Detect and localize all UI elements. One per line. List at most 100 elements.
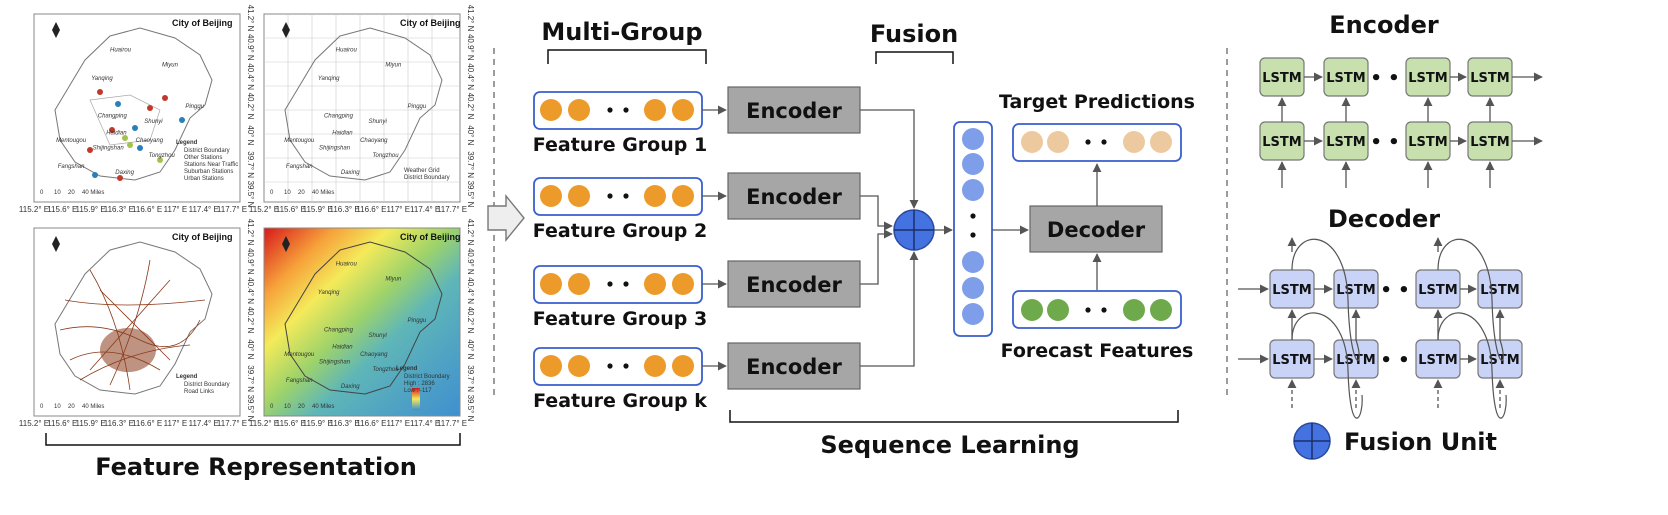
district-label: Fangshan: [58, 164, 85, 170]
ellipsis-dot: [623, 107, 629, 113]
x-tick-label: 117.4° E: [189, 205, 219, 214]
district-label: Daxing: [341, 170, 360, 176]
x-tick-label: 116.3° E: [329, 419, 359, 428]
fusion-unit-label: Fusion Unit: [1344, 428, 1497, 456]
legend-entry: District Boundary: [184, 382, 230, 388]
y-tick-label: 40.4° N: [246, 277, 255, 304]
scale-label: 0: [40, 190, 44, 196]
forecast-features-vector: [1012, 290, 1182, 329]
feature-node: [540, 99, 562, 121]
decoder-box: [1029, 205, 1163, 253]
x-tick-label: 115.9° E: [303, 419, 333, 428]
feature-node: [672, 273, 694, 295]
feature-node: [568, 355, 590, 377]
district-label: Pinggu: [185, 104, 204, 110]
x-tick-label: 117.7° E: [217, 205, 247, 214]
district-label: Shunyi: [144, 119, 163, 125]
district-label: Chaoyang: [360, 352, 388, 358]
lstm-cell: LSTM: [1405, 57, 1451, 97]
map-title: City of Beijing: [400, 18, 461, 28]
district-label: Miyun: [162, 63, 179, 69]
decoder-title: Decoder: [1328, 205, 1440, 233]
y-tick-label: 40.9° N: [466, 34, 475, 61]
legend-entry: Urban Stations: [184, 176, 224, 182]
scale-label: 20: [68, 190, 75, 196]
legend-entry: Road Links: [184, 389, 214, 395]
district-label: Haidian: [332, 344, 353, 350]
connector-arrow: [860, 109, 919, 209]
fusion-bracket: [875, 51, 954, 64]
lstm-cell: LSTM: [1323, 121, 1369, 161]
feature-node: [644, 355, 666, 377]
y-tick-label: 39.5° N: [246, 181, 255, 208]
lstm-label: LSTM: [1336, 283, 1375, 298]
x-tick-label: 117° E: [387, 419, 411, 428]
y-tick-label: 40.4° N: [466, 277, 475, 304]
legend-entry: Other Stations: [184, 155, 222, 161]
fusion-label: Fusion: [870, 20, 958, 48]
encoder-box-label: Encoder: [746, 185, 842, 209]
scale-label: 10: [54, 190, 61, 196]
y-tick-label: 40.9° N: [466, 248, 475, 275]
district-label: Pinggu: [408, 104, 427, 110]
scale-label: 10: [284, 190, 291, 196]
scale-label: 40 Miles: [312, 404, 334, 410]
feature-node: [540, 355, 562, 377]
lstm-label: LSTM: [1326, 71, 1365, 86]
scale-label: 20: [298, 404, 305, 410]
encoder-box-label: Encoder: [746, 273, 842, 297]
y-tick-label: 40.4° N: [246, 63, 255, 90]
ellipsis-dot: [623, 193, 629, 199]
encoder-box: [727, 260, 861, 308]
district-label: Tongzhou: [372, 153, 399, 159]
district-label: Chaoyang: [136, 138, 164, 144]
x-tick-label: 115.9° E: [303, 205, 333, 214]
x-tick-label: 116.6° E: [356, 205, 386, 214]
map-panel-stations: City of Beijing: [33, 13, 241, 203]
y-tick-label: 40.9° N: [246, 34, 255, 61]
x-tick-label: 117.4° E: [410, 205, 440, 214]
feature-node: [672, 99, 694, 121]
x-tick-label: 115.2° E: [249, 205, 279, 214]
fused-vector: [953, 121, 993, 337]
legend-entry: Weather Grid: [404, 168, 440, 174]
y-tick-label: 41.2° N: [466, 5, 475, 32]
scale-label: 0: [270, 190, 274, 196]
district-label: Tongzhou: [149, 153, 176, 159]
ellipsis-dot: [623, 281, 629, 287]
district-label: Haidian: [106, 130, 127, 136]
legend-entry: High : 2836: [404, 381, 435, 387]
lstm-label: LSTM: [1418, 283, 1457, 298]
ellipsis-dot: [623, 363, 629, 369]
district-label: Daxing: [115, 170, 134, 176]
connector-arrow: [860, 229, 893, 285]
ellipsis-dot: [607, 363, 613, 369]
legend-entry: District Boundary: [404, 374, 450, 380]
district-label: Miyun: [385, 63, 402, 69]
x-tick-label: 117° E: [387, 205, 411, 214]
lstm-cell: LSTM: [1269, 339, 1315, 379]
district-label: Changping: [98, 113, 128, 119]
feature-representation-label: Feature Representation: [95, 453, 417, 481]
lstm-cell: LSTM: [1415, 339, 1461, 379]
district-label: Pinggu: [408, 318, 427, 324]
lstm-cell: LSTM: [1467, 57, 1513, 97]
scale-label: 0: [40, 404, 44, 410]
y-tick-label: 39.5° N: [466, 181, 475, 208]
multi-group-label: Multi-Group: [541, 18, 702, 46]
lstm-label: LSTM: [1470, 71, 1509, 86]
encoder-box-label: Encoder: [746, 355, 842, 379]
scale-label: 40 Miles: [82, 404, 104, 410]
scale-label: 40 Miles: [312, 190, 334, 196]
y-tick-label: 39.7° N: [246, 151, 255, 178]
district-label: Shijingshan: [319, 359, 351, 365]
feature-group-label: Feature Group 1: [533, 134, 707, 156]
ellipsis: • •: [1370, 68, 1399, 89]
feature-node: [540, 185, 562, 207]
connector-arrow: [860, 251, 919, 367]
x-tick-label: 117° E: [164, 419, 188, 428]
district-label: Chaoyang: [360, 138, 388, 144]
lstm-label: LSTM: [1272, 283, 1311, 298]
